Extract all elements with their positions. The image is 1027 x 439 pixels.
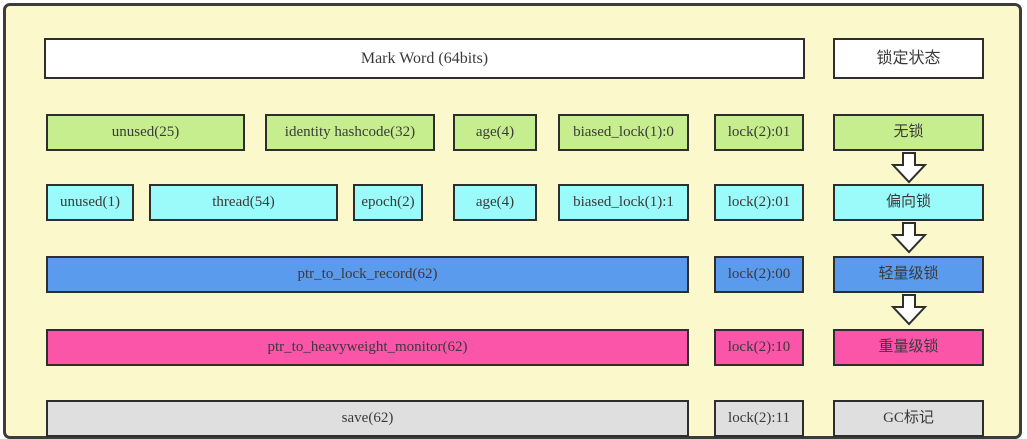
- cell-lock-01-biased: lock(2):01: [714, 184, 804, 221]
- lock-state-header: 锁定状态: [833, 38, 984, 79]
- down-arrow-icon: [889, 152, 929, 184]
- mark-word-diagram-frame: Mark Word (64bits) 锁定状态 unused(25) ident…: [3, 3, 1022, 439]
- cell-ptr-to-heavyweight-monitor: ptr_to_heavyweight_monitor(62): [46, 329, 689, 366]
- cell-save-62: save(62): [46, 400, 689, 437]
- cell-lock-01-nolock: lock(2):01: [714, 114, 804, 151]
- state-no-lock: 无锁: [833, 114, 984, 151]
- state-lightweight-lock: 轻量级锁: [833, 256, 984, 293]
- cell-age-4-nolock: age(4): [453, 114, 537, 151]
- cell-lock-10: lock(2):10: [714, 329, 804, 366]
- down-arrow-icon: [889, 222, 929, 254]
- cell-lock-11: lock(2):11: [714, 400, 804, 437]
- cell-biased-lock-0: biased_lock(1):0: [558, 114, 689, 151]
- down-arrow-icon: [889, 294, 929, 326]
- cell-biased-lock-1: biased_lock(1):1: [558, 184, 689, 221]
- state-heavyweight-lock: 重量级锁: [833, 329, 984, 366]
- cell-epoch-2: epoch(2): [353, 184, 423, 221]
- cell-lock-00: lock(2):00: [714, 256, 804, 293]
- cell-unused-1: unused(1): [46, 184, 134, 221]
- state-biased-lock: 偏向锁: [833, 184, 984, 221]
- cell-identity-hashcode-32: identity hashcode(32): [265, 114, 435, 151]
- cell-unused-25: unused(25): [46, 114, 245, 151]
- state-gc-mark: GC标记: [833, 400, 984, 437]
- cell-thread-54: thread(54): [149, 184, 338, 221]
- cell-ptr-to-lock-record: ptr_to_lock_record(62): [46, 256, 689, 293]
- mark-word-header: Mark Word (64bits): [44, 38, 805, 79]
- cell-age-4-biased: age(4): [453, 184, 537, 221]
